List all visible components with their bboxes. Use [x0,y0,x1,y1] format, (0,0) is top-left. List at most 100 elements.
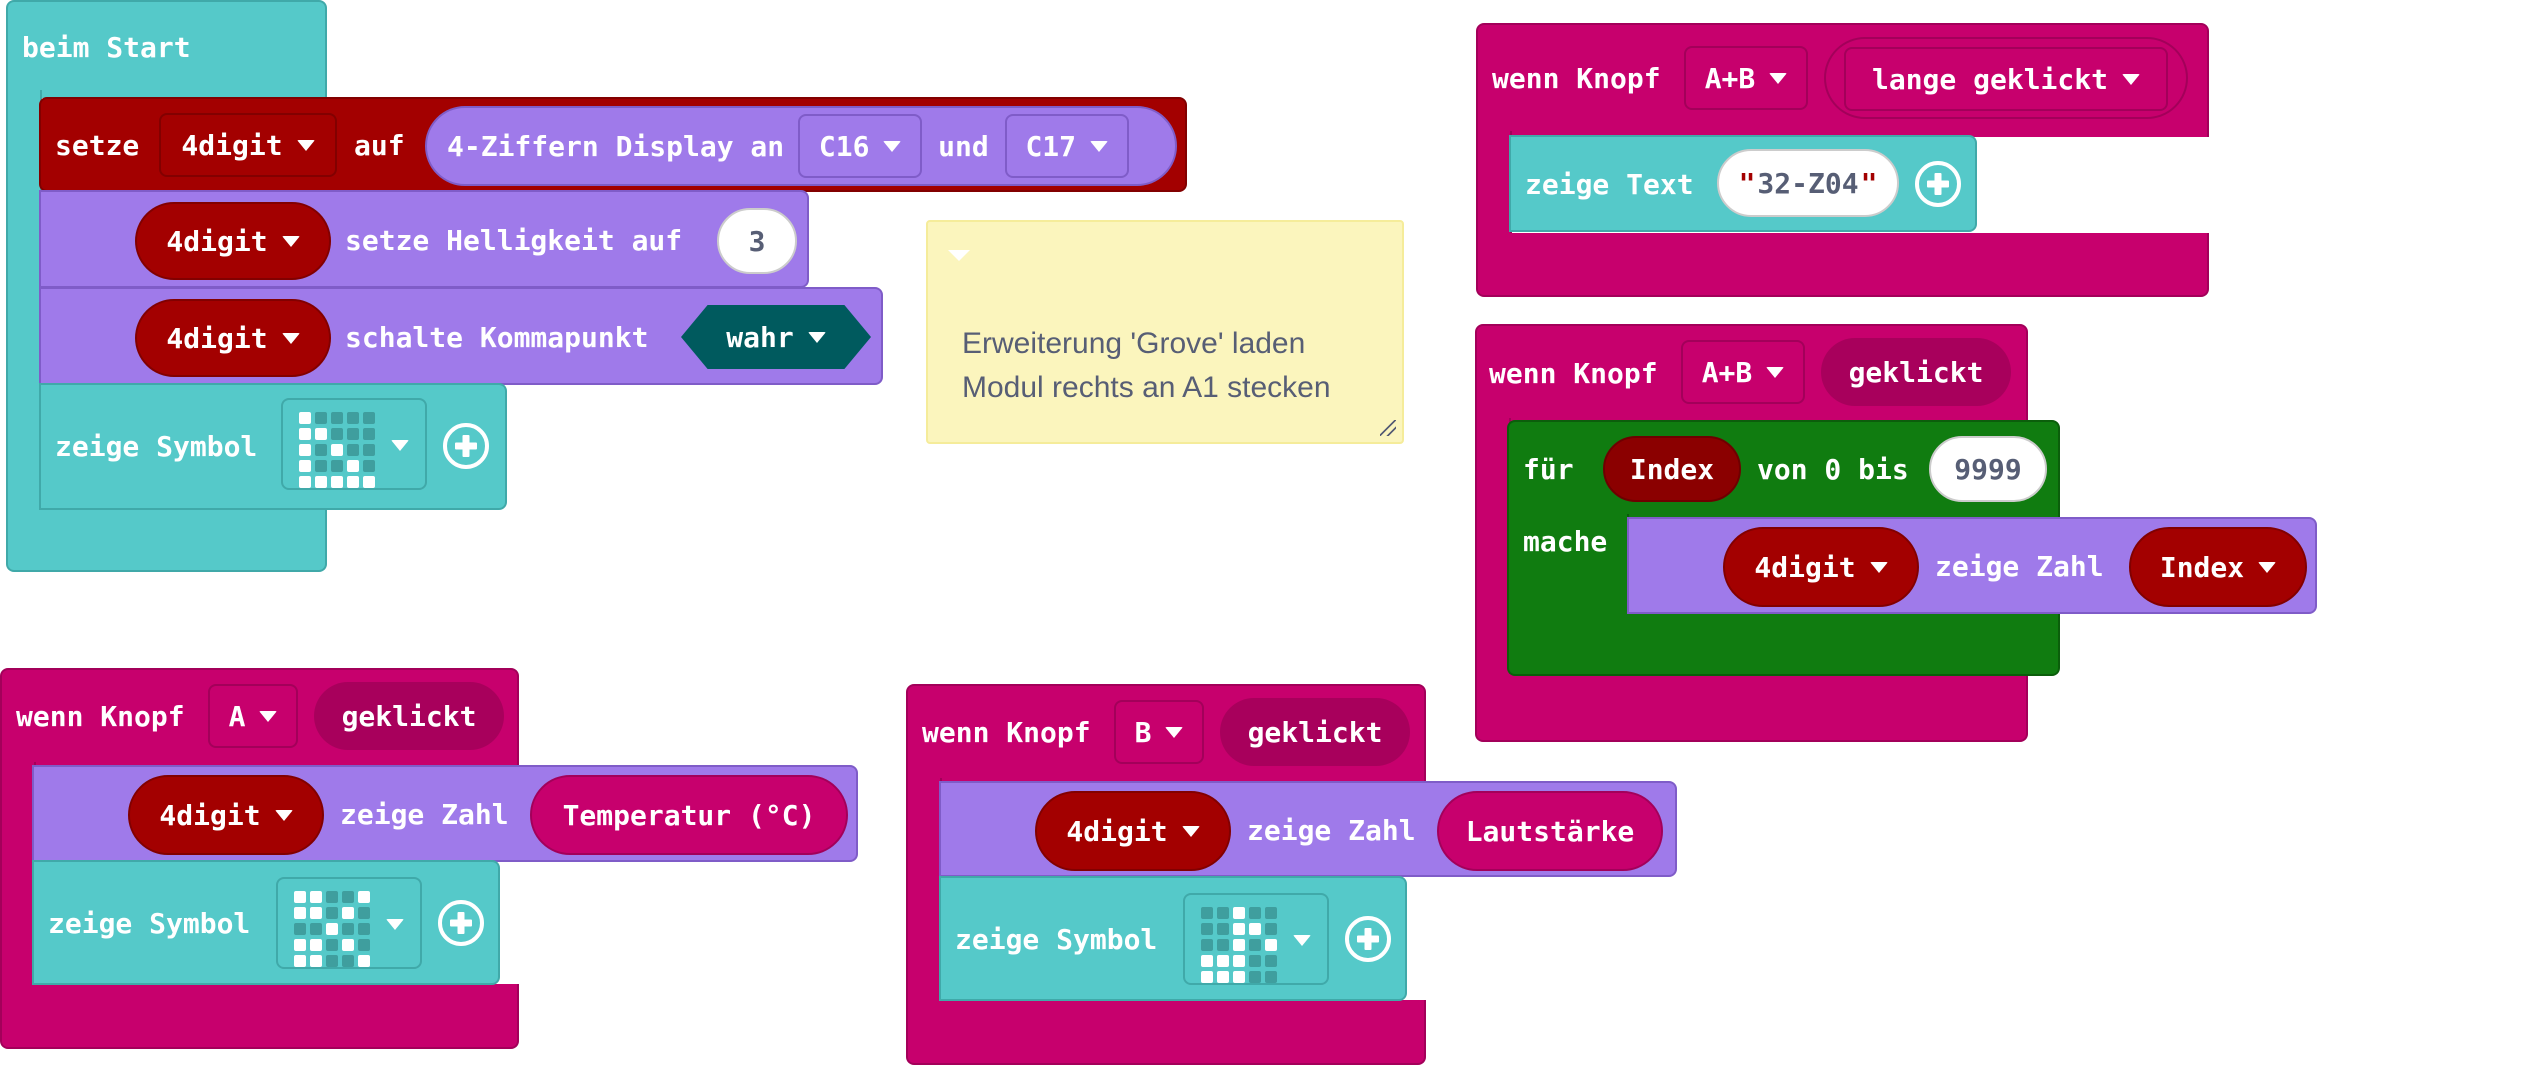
led-off[interactable] [326,907,338,919]
led-on[interactable] [1233,971,1245,983]
led-off[interactable] [358,923,370,935]
led-off[interactable] [363,412,375,424]
led-on[interactable] [1217,955,1229,967]
variable-dropdown[interactable]: 4digit [128,775,324,855]
icon-picker[interactable] [1183,893,1329,985]
led-off[interactable] [347,444,359,456]
led-off[interactable] [1249,955,1261,967]
led-off[interactable] [1265,971,1277,983]
led-off[interactable] [347,428,359,440]
variable-dropdown[interactable]: 4digit [1723,527,1919,607]
button-dropdown[interactable]: A [208,684,298,748]
range-end-input[interactable]: 9999 [1929,436,2047,502]
resize-handle-icon[interactable] [1380,420,1396,436]
set-point-block[interactable]: 4digit schalte Kommapunkt wahr [39,287,883,385]
led-on[interactable] [358,891,370,903]
led-on[interactable] [1201,971,1213,983]
on-start-hat[interactable] [6,0,327,98]
temperature-reporter[interactable]: Temperatur (°C) [530,775,848,855]
led-on[interactable] [294,891,306,903]
led-on[interactable] [326,923,338,935]
led-on[interactable] [294,907,306,919]
led-on[interactable] [1217,971,1229,983]
variable-dropdown[interactable]: 4digit [159,113,337,177]
workspace-comment[interactable]: Erweiterung 'Grove' laden Modul rechts a… [926,220,1404,444]
set-brightness-block[interactable]: 4digit setze Helligkeit auf 3 [39,190,809,288]
led-off[interactable] [347,412,359,424]
brightness-input[interactable]: 3 [717,208,797,274]
led-on[interactable] [1249,923,1261,935]
button-dropdown[interactable]: A+B [1681,340,1805,404]
show-number-block[interactable]: 4digit zeige Zahl Lautstärke [939,781,1677,877]
led-on[interactable] [1233,955,1245,967]
pin-clk-dropdown[interactable]: C16 [798,114,923,178]
add-icon[interactable] [443,423,489,469]
show-icon-block[interactable]: zeige Symbol [39,383,507,510]
add-icon[interactable] [1345,916,1391,962]
led-on[interactable] [1233,923,1245,935]
led-on[interactable] [331,444,343,456]
led-off[interactable] [358,939,370,951]
led-off[interactable] [358,907,370,919]
icon-picker[interactable] [281,398,427,490]
led-off[interactable] [1265,955,1277,967]
show-icon-block[interactable]: zeige Symbol [32,860,500,985]
led-off[interactable] [315,444,327,456]
led-off[interactable] [331,412,343,424]
led-on[interactable] [310,907,322,919]
led-off[interactable] [1217,907,1229,919]
on-button-ab-long-block[interactable]: wenn Knopf A+B lange geklickt [1476,23,2209,297]
led-off[interactable] [331,460,343,472]
led-on[interactable] [342,907,354,919]
index-variable-dropdown[interactable]: Index [2129,527,2307,607]
led-on[interactable] [358,955,370,967]
led-off[interactable] [363,428,375,440]
on-button-ab-click-block[interactable]: wenn Knopf A+B geklickt [1475,324,2028,742]
led-on[interactable] [363,476,375,488]
led-off[interactable] [1201,939,1213,951]
on-button-a-block[interactable]: wenn Knopf A geklickt [0,668,519,1049]
led-on[interactable] [310,939,322,951]
led-off[interactable] [1217,939,1229,951]
led-on[interactable] [299,444,311,456]
icon-picker[interactable] [276,877,422,969]
show-string-block[interactable]: zeige Text " 32-Z04 " [1509,135,1977,232]
led-off[interactable] [342,955,354,967]
led-off[interactable] [363,444,375,456]
pin-dio-dropdown[interactable]: C17 [1004,114,1129,178]
led-on[interactable] [1233,939,1245,951]
led-off[interactable] [310,923,322,935]
add-icon[interactable] [438,900,484,946]
led-off[interactable] [294,923,306,935]
variable-dropdown[interactable]: 4digit [135,202,331,280]
for-loop-block[interactable]: für Index von 0 bis 9999 mache [1507,420,2060,676]
led-on[interactable] [299,412,311,424]
event-dropdown[interactable]: lange geklickt [1844,47,2168,111]
led-off[interactable] [315,460,327,472]
led-off[interactable] [1265,907,1277,919]
led-off[interactable] [342,923,354,935]
create-display-block[interactable]: 4-Ziffern Display an C16 und C17 [425,106,1177,186]
led-off[interactable] [1249,907,1261,919]
led-off[interactable] [1249,939,1261,951]
led-off[interactable] [342,891,354,903]
led-on[interactable] [315,476,327,488]
led-on[interactable] [310,891,322,903]
led-off[interactable] [326,891,338,903]
led-off[interactable] [326,939,338,951]
add-icon[interactable] [1915,161,1961,207]
led-off[interactable] [331,428,343,440]
string-input[interactable]: " 32-Z04 " [1717,149,1899,217]
led-on[interactable] [1233,907,1245,919]
variable-dropdown[interactable]: 4digit [135,299,331,377]
event-field[interactable]: geklickt [1821,338,2011,406]
boolean-dropdown[interactable]: wahr [681,305,871,369]
on-button-b-block[interactable]: wenn Knopf B geklickt [906,684,1426,1065]
led-off[interactable] [1249,971,1261,983]
button-dropdown[interactable]: B [1114,700,1204,764]
variable-dropdown[interactable]: 4digit [1035,791,1231,871]
led-on[interactable] [347,460,359,472]
event-field[interactable]: geklickt [1220,698,1410,766]
led-off[interactable] [1201,907,1213,919]
sound-level-reporter[interactable]: Lautstärke [1437,791,1663,871]
